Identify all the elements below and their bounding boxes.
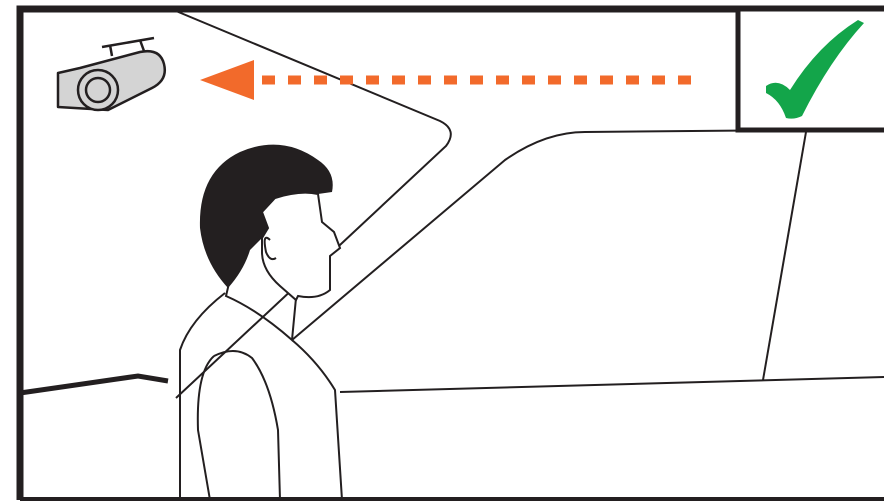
driver-arm (198, 351, 280, 500)
arrow-head (200, 60, 254, 100)
driver-figure (180, 145, 342, 500)
dash-camera-icon (58, 38, 165, 110)
dashboard-line (20, 376, 168, 393)
door-belt-line (340, 377, 884, 392)
camera-lens-inner (86, 78, 110, 102)
door-pillar (763, 132, 806, 380)
dashed-arrow-left-icon (200, 60, 696, 100)
driver-face (262, 193, 340, 300)
side-window-outline (292, 130, 808, 340)
